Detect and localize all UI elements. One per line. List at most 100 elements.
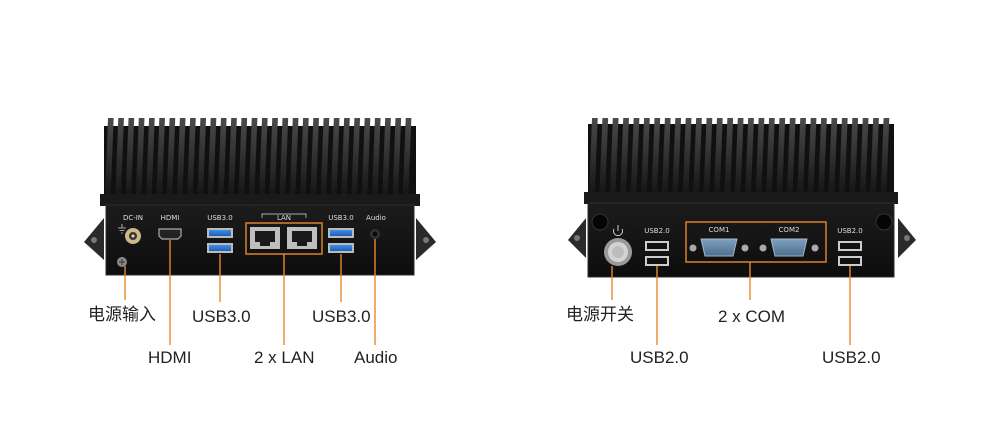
- heatsink-fin: [828, 118, 838, 194]
- power-switch: [604, 238, 632, 266]
- left-device: DC-IN HDMI USB3.0 LAN USB3.0 Audio: [84, 118, 436, 345]
- right-leader-lines: [611, 262, 851, 345]
- heatsink-fin: [166, 118, 176, 196]
- heatsink-fin: [156, 118, 165, 196]
- dc-in-jack: [125, 228, 141, 244]
- lan-ports: [250, 227, 317, 249]
- heatsink-fin: [207, 118, 217, 196]
- heatsink-fin: [279, 118, 289, 196]
- power-icon: [613, 225, 623, 236]
- heatsink-fin: [392, 118, 402, 196]
- heatsink-fin: [187, 118, 196, 196]
- heatsink-fin: [609, 118, 619, 194]
- callout-audio: Audio: [354, 348, 398, 367]
- callout-usb2-right: USB2.0: [822, 348, 881, 367]
- heatsink-fin: [217, 118, 227, 196]
- heatsink-fin: [259, 118, 268, 196]
- hdmi-panel-label: HDMI: [161, 214, 180, 222]
- heatsink-fin: [661, 118, 671, 194]
- ground-icon: [118, 224, 126, 234]
- callout-com: 2 x COM: [718, 307, 786, 326]
- heatsink-fin: [734, 118, 744, 194]
- heatsink-fin: [402, 118, 412, 196]
- heatsink-fin: [880, 118, 890, 194]
- heatsink-fins: [105, 118, 412, 196]
- heatsink-fin: [693, 118, 702, 194]
- right-device: USB2.0 COM1 COM2 USB2.0: [568, 118, 916, 345]
- heatsink-fin: [238, 118, 248, 196]
- hdmi-port: [158, 228, 182, 240]
- heatsink-fin: [269, 118, 278, 196]
- heatsink-fin: [599, 118, 609, 194]
- com1-panel-label: COM1: [709, 226, 730, 234]
- heatsink-fin: [651, 118, 661, 194]
- heatsink-fin: [859, 118, 869, 194]
- heatsink-fins: [589, 118, 890, 194]
- lan-panel-label: LAN: [277, 214, 291, 222]
- audio-jack: [370, 229, 380, 239]
- heatsink-fin: [371, 118, 381, 196]
- heatsink-fin: [870, 118, 879, 194]
- com-highlight-frame: [685, 221, 827, 263]
- heatsink-fin: [755, 118, 765, 194]
- heatsink-fin: [620, 118, 629, 194]
- heatsink-fin: [589, 118, 598, 194]
- heatsink-fin: [228, 118, 237, 196]
- usb3-left-panel-label: USB3.0: [207, 214, 233, 222]
- heatsink-fin: [745, 118, 754, 194]
- com2-port: [759, 238, 819, 257]
- ground-screw: [117, 257, 127, 267]
- audio-panel-label: Audio: [366, 214, 386, 222]
- heatsink-fin: [341, 118, 350, 196]
- heatsink-fin: [630, 118, 640, 194]
- com2-panel-label: COM2: [779, 226, 800, 234]
- dc-in-panel-label: DC-IN: [123, 214, 143, 222]
- heatsink-fin: [320, 118, 330, 196]
- heatsink-fin: [105, 118, 114, 196]
- heatsink-fin: [289, 118, 299, 196]
- heatsink-fin: [361, 118, 371, 196]
- heatsink-fin: [197, 118, 207, 196]
- usb2-right-ports: [838, 241, 862, 266]
- heatsink-fin: [382, 118, 391, 196]
- heatsink-fin: [703, 118, 713, 194]
- heatsink-fin: [724, 118, 734, 194]
- heatsink-fin: [641, 118, 650, 194]
- callout-lan: 2 x LAN: [254, 348, 315, 367]
- left-leader-lines: [124, 239, 376, 345]
- usb2-right-panel-label: USB2.0: [837, 227, 863, 235]
- heatsink-fin: [146, 118, 155, 196]
- heatsink-fin: [672, 118, 682, 194]
- heatsink-fin: [786, 118, 796, 194]
- left-thumb-screw: [591, 213, 609, 231]
- usb3-left-ports: [207, 228, 233, 253]
- heatsink-fin: [797, 118, 807, 194]
- heatsink-fin: [351, 118, 361, 196]
- heatsink-fin: [849, 118, 859, 194]
- callout-usb3-right: USB3.0: [312, 307, 371, 326]
- usb3-right-ports: [328, 228, 354, 253]
- heatsink-fin: [838, 118, 848, 194]
- heatsink-fin: [330, 118, 340, 196]
- heatsink-fin: [713, 118, 723, 194]
- heatsink-fin: [125, 118, 135, 196]
- usb2-left-ports: [645, 241, 669, 266]
- callout-hdmi: HDMI: [148, 348, 192, 367]
- heatsink-fin: [176, 118, 186, 196]
- heatsink-fin: [135, 118, 145, 196]
- callout-usb3-left: USB3.0: [192, 307, 251, 326]
- heatsink-fin: [776, 118, 786, 194]
- callout-power-input: 电源输入: [88, 305, 156, 324]
- heatsink-fin: [682, 118, 692, 194]
- heatsink-fin: [818, 118, 827, 194]
- heatsink-fin: [115, 118, 124, 196]
- com1-port: [689, 238, 749, 257]
- heatsink-fin: [248, 118, 258, 196]
- heatsink-fin: [310, 118, 319, 196]
- callout-usb2-left: USB2.0: [630, 348, 689, 367]
- heatsink-fin: [300, 118, 309, 196]
- callout-power-switch: 电源开关: [566, 305, 634, 324]
- right-thumb-screw: [875, 213, 893, 231]
- usb2-left-panel-label: USB2.0: [644, 227, 670, 235]
